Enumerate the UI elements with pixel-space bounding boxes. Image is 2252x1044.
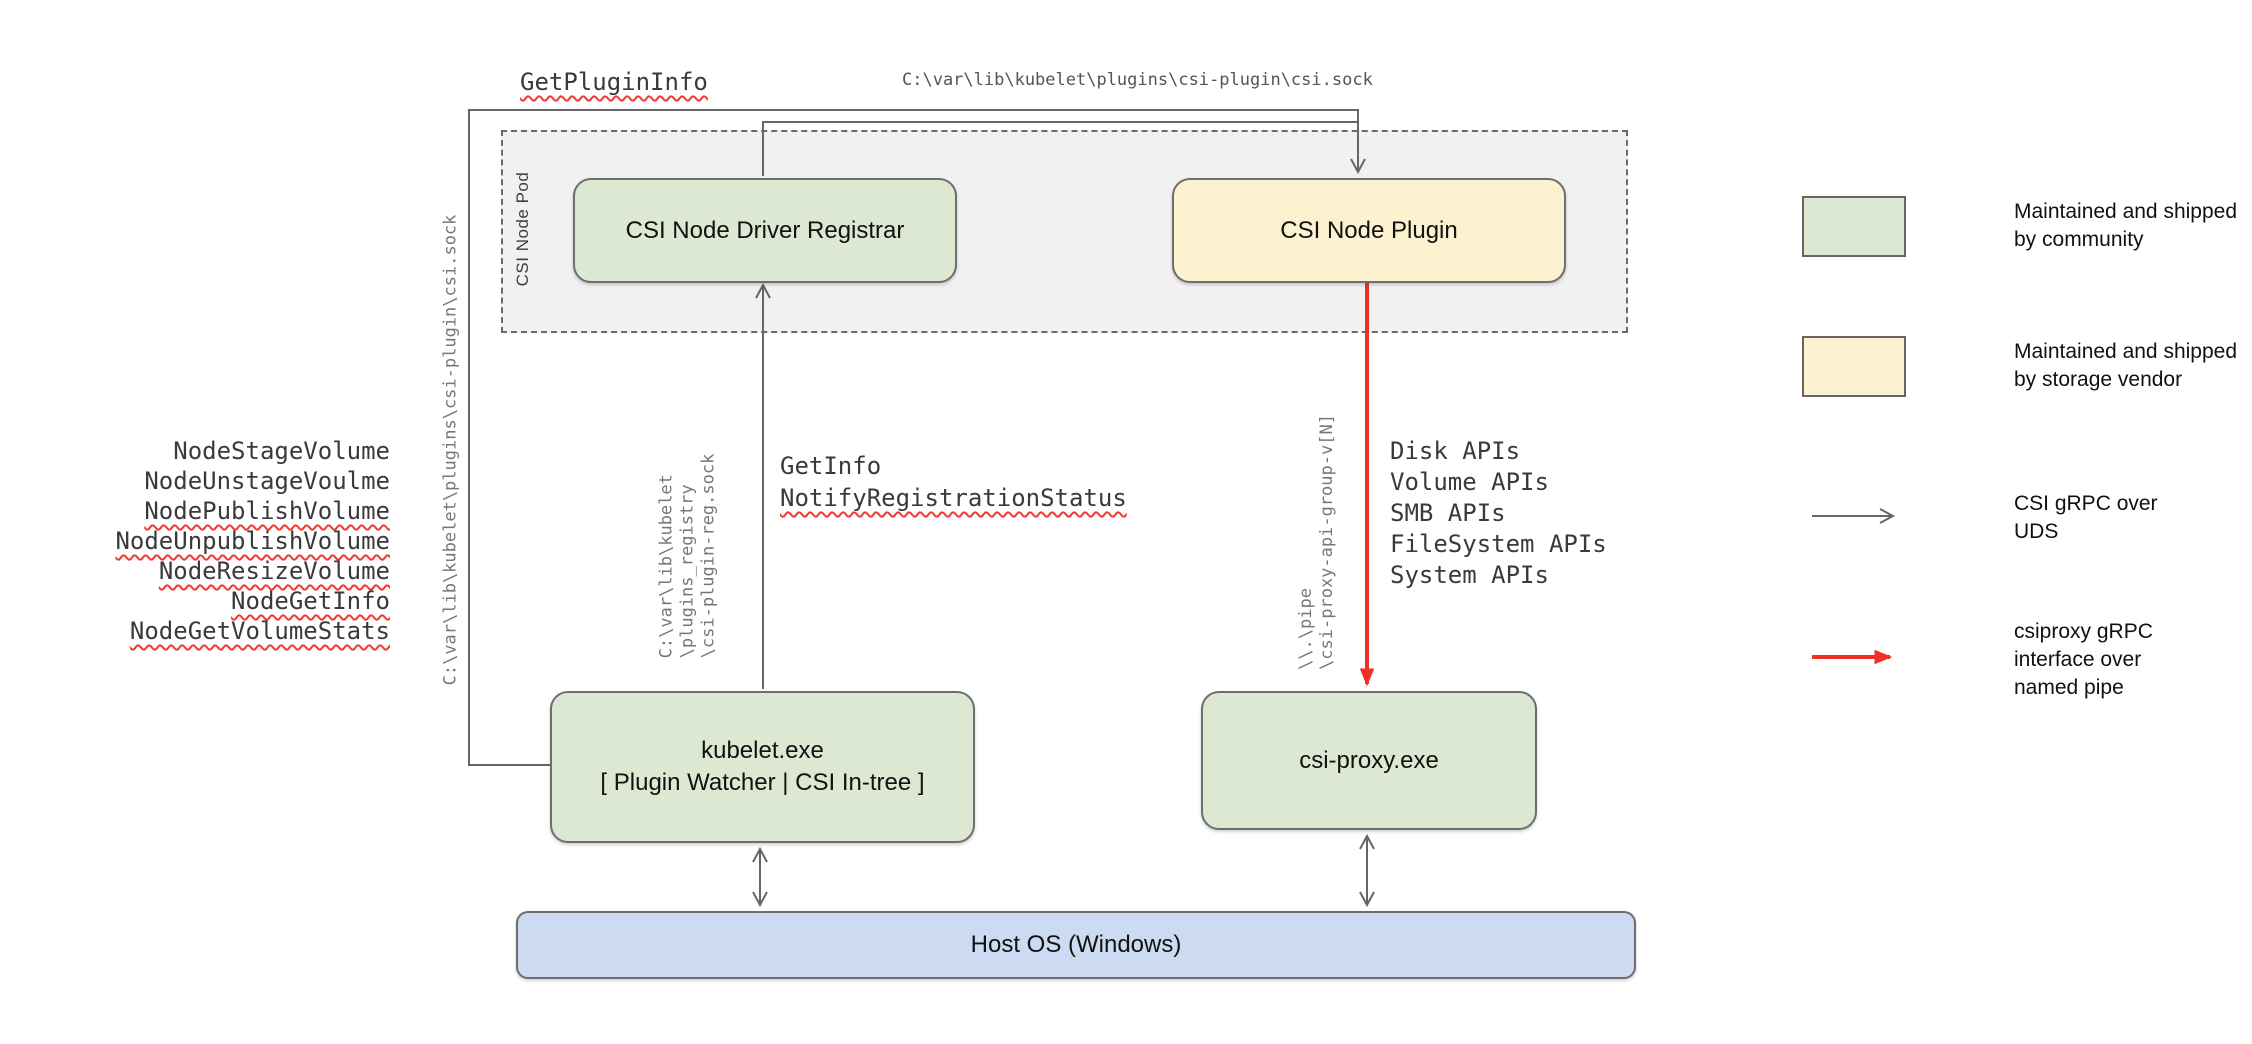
- registry-path-line: C:\var\lib\kubelet: [656, 474, 677, 659]
- connector-registrar-to-plugin-uds: [762, 121, 1357, 176]
- node-call: NodeStageVolume: [173, 437, 390, 465]
- legend-community-label: Maintained and shipped by community: [2014, 200, 2238, 251]
- node-csi-proxy: csi-proxy.exe: [1201, 691, 1537, 830]
- api-call: FileSystem APIs: [1390, 530, 1607, 558]
- node-rpc-call-list: NodeStageVolume NodeUnstageVoulme NodePu…: [80, 436, 390, 646]
- connector-kubelet-to-plugin-uds: [468, 109, 1366, 766]
- csi-proxy-label: csi-proxy.exe: [1299, 746, 1439, 774]
- node-call: NodePublishVolume: [144, 497, 390, 525]
- registrar-label: CSI Node Driver Registrar: [625, 216, 905, 244]
- get-info-label: GetInfo: [780, 452, 882, 480]
- legend-vendor-swatch: [1802, 336, 1906, 397]
- pipe-path-line: \csi-proxy-api-group-v[N]: [1317, 414, 1337, 670]
- node-call: NodeResizeVolume: [158, 557, 390, 585]
- csi-sock-path-vertical-label: C:\var\lib\kubelet\plugins\csi-plugin\cs…: [440, 214, 461, 686]
- registration-rpc-call-list: GetInfo NotifyRegistrationStatus: [780, 450, 1127, 514]
- legend-uds-label: CSI gRPC over UDS: [2014, 492, 2158, 543]
- node-call: NodeGetVolumeStats: [129, 617, 390, 645]
- api-call: SMB APIs: [1390, 499, 1506, 527]
- node-host-os: Host OS (Windows): [516, 911, 1636, 979]
- node-call: NodeUnstageVoulme: [144, 467, 390, 495]
- pipe-path-line: \\.\pipe: [1296, 588, 1316, 670]
- named-pipe-path-label: \\.\pipe \csi-proxy-api-group-v[N]: [1296, 414, 1338, 670]
- registry-path-line: \plugins_registry: [677, 484, 698, 659]
- csi-sock-path-top-label: C:\var\lib\kubelet\plugins\csi-plugin\cs…: [902, 70, 1373, 90]
- api-call: Disk APIs: [1390, 437, 1521, 465]
- legend-community-swatch: [1802, 196, 1906, 257]
- node-kubelet: kubelet.exe [ Plugin Watcher | CSI In-tr…: [550, 691, 975, 843]
- node-csi-node-driver-registrar: CSI Node Driver Registrar: [573, 178, 957, 283]
- api-call: Volume APIs: [1390, 468, 1549, 496]
- kubelet-label-line1: kubelet.exe: [701, 737, 824, 764]
- csi-proxy-api-list: Disk APIs Volume APIs SMB APIs FileSyste…: [1390, 436, 1607, 591]
- legend-pipe-label: csiproxy gRPC interface over named pipe: [2014, 620, 2153, 699]
- get-plugin-info-label: GetPluginInfo: [520, 68, 708, 96]
- notify-registration-status-label: NotifyRegistrationStatus: [780, 484, 1127, 512]
- kubelet-label-line2: [ Plugin Watcher | CSI In-tree ]: [600, 769, 925, 796]
- plugin-label: CSI Node Plugin: [1280, 216, 1458, 244]
- host-os-label: Host OS (Windows): [970, 931, 1182, 958]
- node-call: NodeUnpublishVolume: [115, 527, 390, 555]
- node-csi-node-plugin: CSI Node Plugin: [1172, 178, 1566, 283]
- registry-path-line: \csi-plugin-reg.sock: [698, 453, 719, 659]
- legend-vendor-label: Maintained and shipped by storage vendor: [2014, 340, 2238, 391]
- node-call: NodeGetInfo: [231, 587, 390, 615]
- registry-sock-path-label: C:\var\lib\kubelet \plugins_registry \cs…: [657, 454, 720, 659]
- api-call: System APIs: [1390, 561, 1549, 589]
